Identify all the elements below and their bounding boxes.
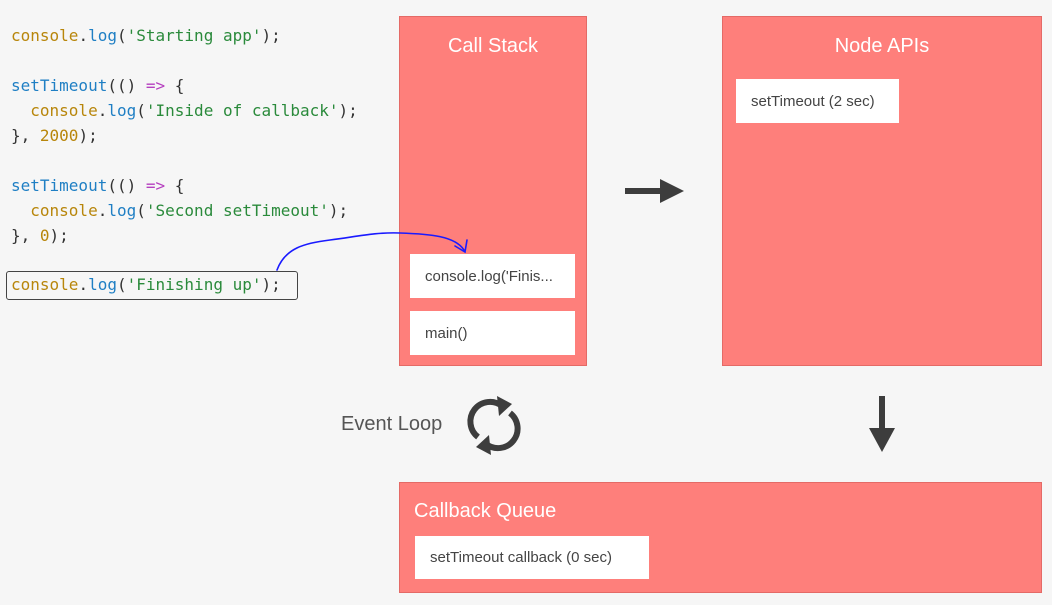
code-token: ( [136, 201, 146, 220]
code-token: . [97, 201, 108, 220]
code-token: console [11, 26, 79, 45]
code-token: 'Second setTimeout' [145, 201, 329, 220]
code-token: (() [107, 76, 146, 95]
code-line-7: }, 0); [11, 226, 69, 246]
code-token: log [107, 201, 137, 220]
code-token: ); [338, 101, 358, 120]
call-stack-panel: Call Stack console.log('Finis... main() [399, 16, 587, 366]
code-token: ); [328, 201, 349, 220]
code-token: ( [116, 26, 127, 45]
code-token: { [165, 76, 185, 95]
code-line-6: console.log('Second setTimeout'); [11, 201, 348, 221]
node-apis-panel: Node APIs setTimeout (2 sec) [722, 16, 1042, 366]
code-token: console [30, 201, 98, 220]
code-line-3: console.log('Inside of callback'); [11, 101, 358, 121]
call-stack-frame: main() [410, 311, 575, 355]
callback-queue-item: setTimeout callback (0 sec) [415, 536, 649, 579]
code-token: => [145, 76, 166, 95]
node-api-item: setTimeout (2 sec) [736, 79, 899, 123]
code-token: setTimeout [11, 76, 108, 95]
code-token: 2000 [39, 126, 79, 145]
code-token: }, [11, 126, 40, 145]
code-token: ); [261, 275, 281, 294]
code-token: . [78, 275, 89, 294]
code-token: setTimeout [11, 176, 108, 195]
code-line-5: setTimeout(() => { [11, 176, 184, 196]
call-stack-frame: console.log('Finis... [410, 254, 575, 298]
refresh-arrowheads [476, 396, 512, 455]
code-token: 'Inside of callback' [145, 101, 339, 120]
code-token: ( [116, 275, 127, 294]
code-token: { [165, 176, 185, 195]
code-line-2: setTimeout(() => { [11, 76, 184, 96]
callback-queue-title: Callback Queue [414, 500, 557, 522]
arrow-right-icon [625, 179, 684, 203]
code-token: ); [261, 26, 281, 45]
code-token: 'Starting app' [126, 26, 262, 45]
code-token: => [145, 176, 166, 195]
code-token: ( [136, 101, 146, 120]
code-token: . [97, 101, 108, 120]
code-token: }, [11, 226, 40, 245]
code-token: 0 [39, 226, 50, 245]
event-loop-label: Event Loop [341, 413, 443, 435]
code-token: log [88, 26, 117, 45]
current-line-highlight [6, 271, 298, 300]
code-token: log [107, 101, 137, 120]
code-token: log [88, 275, 117, 294]
code-token: console [30, 101, 98, 120]
code-token: console [11, 275, 79, 294]
refresh-cycle-icon [467, 398, 521, 452]
code-line-1: console.log('Starting app'); [11, 26, 281, 46]
arrow-down-icon [869, 396, 895, 452]
code-token: . [78, 26, 89, 45]
code-token: ); [49, 226, 69, 245]
code-token: ); [78, 126, 98, 145]
code-line-4: }, 2000); [11, 126, 98, 146]
code-token: (() [107, 176, 146, 195]
code-token: 'Finishing up' [126, 275, 262, 294]
annotation-arrow [276, 232, 468, 271]
node-apis-title: Node APIs [834, 35, 930, 57]
callback-queue-panel: Callback Queue setTimeout callback (0 se… [399, 482, 1042, 593]
call-stack-title: Call Stack [447, 35, 539, 57]
code-line-8: console.log('Finishing up'); [11, 275, 281, 295]
